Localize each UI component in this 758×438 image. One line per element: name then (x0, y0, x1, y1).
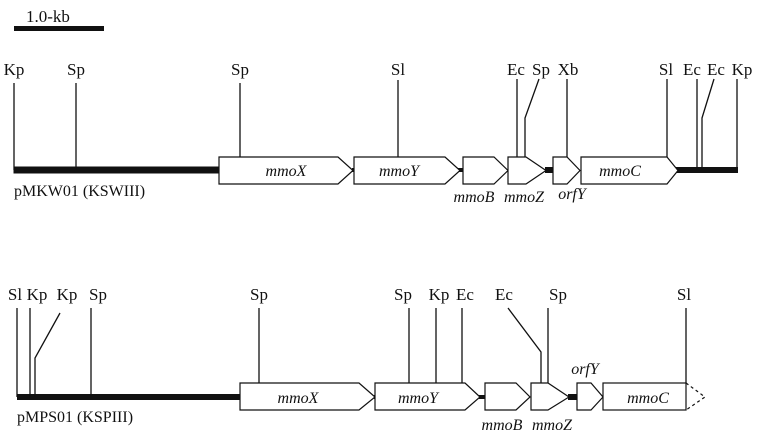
site-label: Sl (391, 60, 405, 79)
gene-arrow-mmob (484, 382, 531, 411)
scale-bar-label: 1.0-kb (26, 7, 70, 26)
dna-junction (458, 168, 464, 172)
dna-junction (545, 167, 554, 173)
gene-arrow-mmoz (507, 156, 548, 185)
site-label: Sp (549, 285, 567, 304)
gene-label: mmoY (379, 163, 421, 180)
site-label: Sl (659, 60, 673, 79)
gene-label: mmoB (454, 189, 495, 206)
site-label: Kp (429, 285, 450, 304)
dna-junction (479, 395, 485, 399)
site-label: Kp (27, 285, 48, 304)
gene-label: mmoC (627, 390, 669, 407)
gene-label: mmoY (398, 390, 440, 407)
gene-label: mmoZ (532, 417, 573, 434)
site-label: Ec (707, 60, 725, 79)
gene-label: orfY (558, 186, 588, 203)
site-line (701, 78, 715, 170)
gene-label: mmoX (278, 390, 320, 407)
gene-arrow-orfy (576, 382, 604, 411)
site-label: Sl (8, 285, 22, 304)
plasmid-name: pMPS01 (KSPIII) (17, 409, 133, 426)
map-pmps01: Sl Kp Kp Sp Sp Sp Kp Ec Ec Sp Sl mmoX mm… (8, 285, 707, 434)
site-label: Xb (558, 60, 579, 79)
gene-arrow-mmox (218, 156, 354, 185)
site-label: Kp (732, 60, 753, 79)
gene-label: mmoC (599, 163, 641, 180)
map-pmkw01: Kp Sp Sp Sl Ec Sp Xb Sl Ec Ec Kp mmoX mm… (4, 60, 753, 206)
site-label: Sp (394, 285, 412, 304)
gene-arrow-mmoy (374, 382, 481, 411)
plasmid-name: pMKW01 (KSWIII) (14, 183, 145, 200)
site-label: Sp (67, 60, 85, 79)
site-label: Kp (57, 285, 78, 304)
gene-label: mmoB (482, 417, 523, 434)
site-label: Sp (532, 60, 550, 79)
site-label: Ec (456, 285, 474, 304)
site-label: Ec (683, 60, 701, 79)
gene-label: mmoZ (504, 189, 545, 206)
site-label: Kp (4, 60, 25, 79)
dna-backbone-left (13, 166, 219, 174)
gene-box-mmoc (602, 382, 687, 411)
gene-arrow-mmoc-truncated (685, 382, 707, 411)
site-label: Sp (231, 60, 249, 79)
dna-backbone-right (676, 167, 738, 173)
gene-arrow-mmoz (530, 382, 571, 411)
dna-junction (568, 394, 577, 400)
dna-backbone-left (17, 394, 240, 400)
site-line (507, 307, 542, 383)
site-label: Sl (677, 285, 691, 304)
site-label: Ec (507, 60, 525, 79)
gene-arrow-mmoc (580, 156, 679, 185)
site-label: Sp (89, 285, 107, 304)
scale-bar (14, 26, 104, 31)
gene-arrow-orfy (552, 156, 581, 185)
gene-arrow-mmoy (353, 156, 461, 185)
gene-label: mmoX (266, 163, 308, 180)
site-label: Ec (495, 285, 513, 304)
gene-arrow-mmob (462, 156, 509, 185)
site-line (34, 312, 61, 397)
site-line (524, 78, 540, 157)
gene-label: orfY (571, 361, 601, 378)
site-label: Sp (250, 285, 268, 304)
gene-arrow-mmox (239, 382, 376, 411)
